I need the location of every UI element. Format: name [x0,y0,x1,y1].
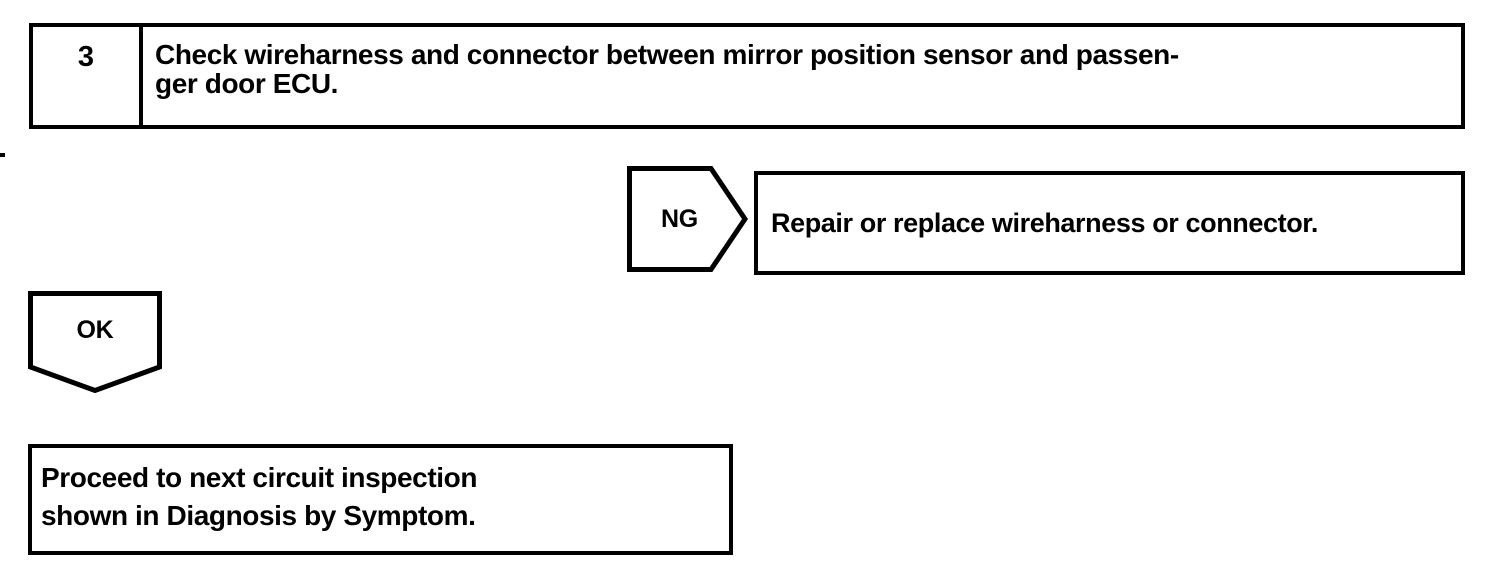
step-box: 3 Check wireharness and connector betwee… [29,23,1465,129]
ok-arrow-icon [28,291,162,393]
ok-result-box: Proceed to next circuit inspection shown… [28,444,733,555]
step-instruction-cell: Check wireharness and connector between … [143,27,1461,125]
ng-result-box: Repair or replace wireharness or connect… [754,171,1465,275]
ng-result-text: Repair or replace wireharness or connect… [771,207,1319,238]
step-number-cell: 3 [33,27,143,125]
ok-result-text: Proceed to next circuit inspection shown… [41,462,478,532]
step-instruction-text: Check wireharness and connector between … [155,39,1179,99]
scan-artifact-mark [0,153,5,157]
ng-arrow-icon [627,166,748,272]
step-number: 3 [77,41,95,73]
